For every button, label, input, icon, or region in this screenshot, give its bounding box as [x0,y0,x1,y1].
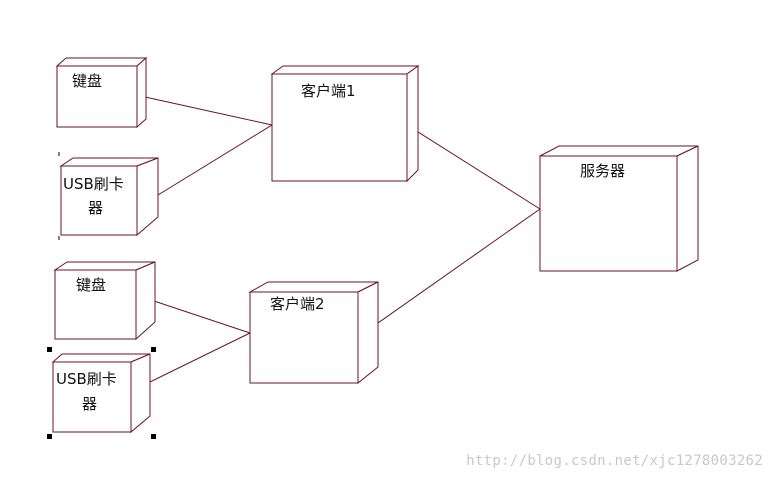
node-usb-reader-1[interactable]: USB刷卡 器 [59,157,159,237]
resize-handle-top-right[interactable] [151,347,156,352]
node-label-line-1: USB刷卡 [63,175,124,193]
node-server[interactable]: 服务器 [539,145,699,272]
node-usb-reader-2[interactable]: USB刷卡 器 [51,353,151,434]
node-label-line-1: USB刷卡 [56,370,117,388]
link-client2-server [367,208,541,331]
node-client-1[interactable]: 客户端1 [270,65,420,183]
node-label: 客户端2 [270,295,325,313]
resize-handle-bottom-left[interactable] [47,434,52,439]
resize-handle-top-left[interactable] [47,347,52,352]
watermark: http://blog.csdn.net/xjc1278003262 [466,453,763,469]
node-label: 服务器 [580,162,625,180]
link-keyboard2-client2 [144,297,251,334]
node-label: 键盘 [76,276,106,294]
node-label-line-2: 器 [82,395,97,413]
link-keyboard1-client1 [135,94,273,126]
node-keyboard-2[interactable]: 键盘 [53,261,156,341]
node-label-line-2: 器 [88,199,103,217]
node-label: 键盘 [72,72,102,90]
node-client-2[interactable]: 客户端2 [248,281,379,385]
selection-handles[interactable] [47,347,156,439]
node-keyboard-1[interactable]: 键盘 [55,56,148,129]
link-usb2-client2 [149,332,251,383]
link-usb1-client1 [157,124,273,196]
link-client1-server [406,124,541,210]
node-label: 客户端1 [301,82,356,100]
resize-handle-bottom-right[interactable] [151,434,156,439]
